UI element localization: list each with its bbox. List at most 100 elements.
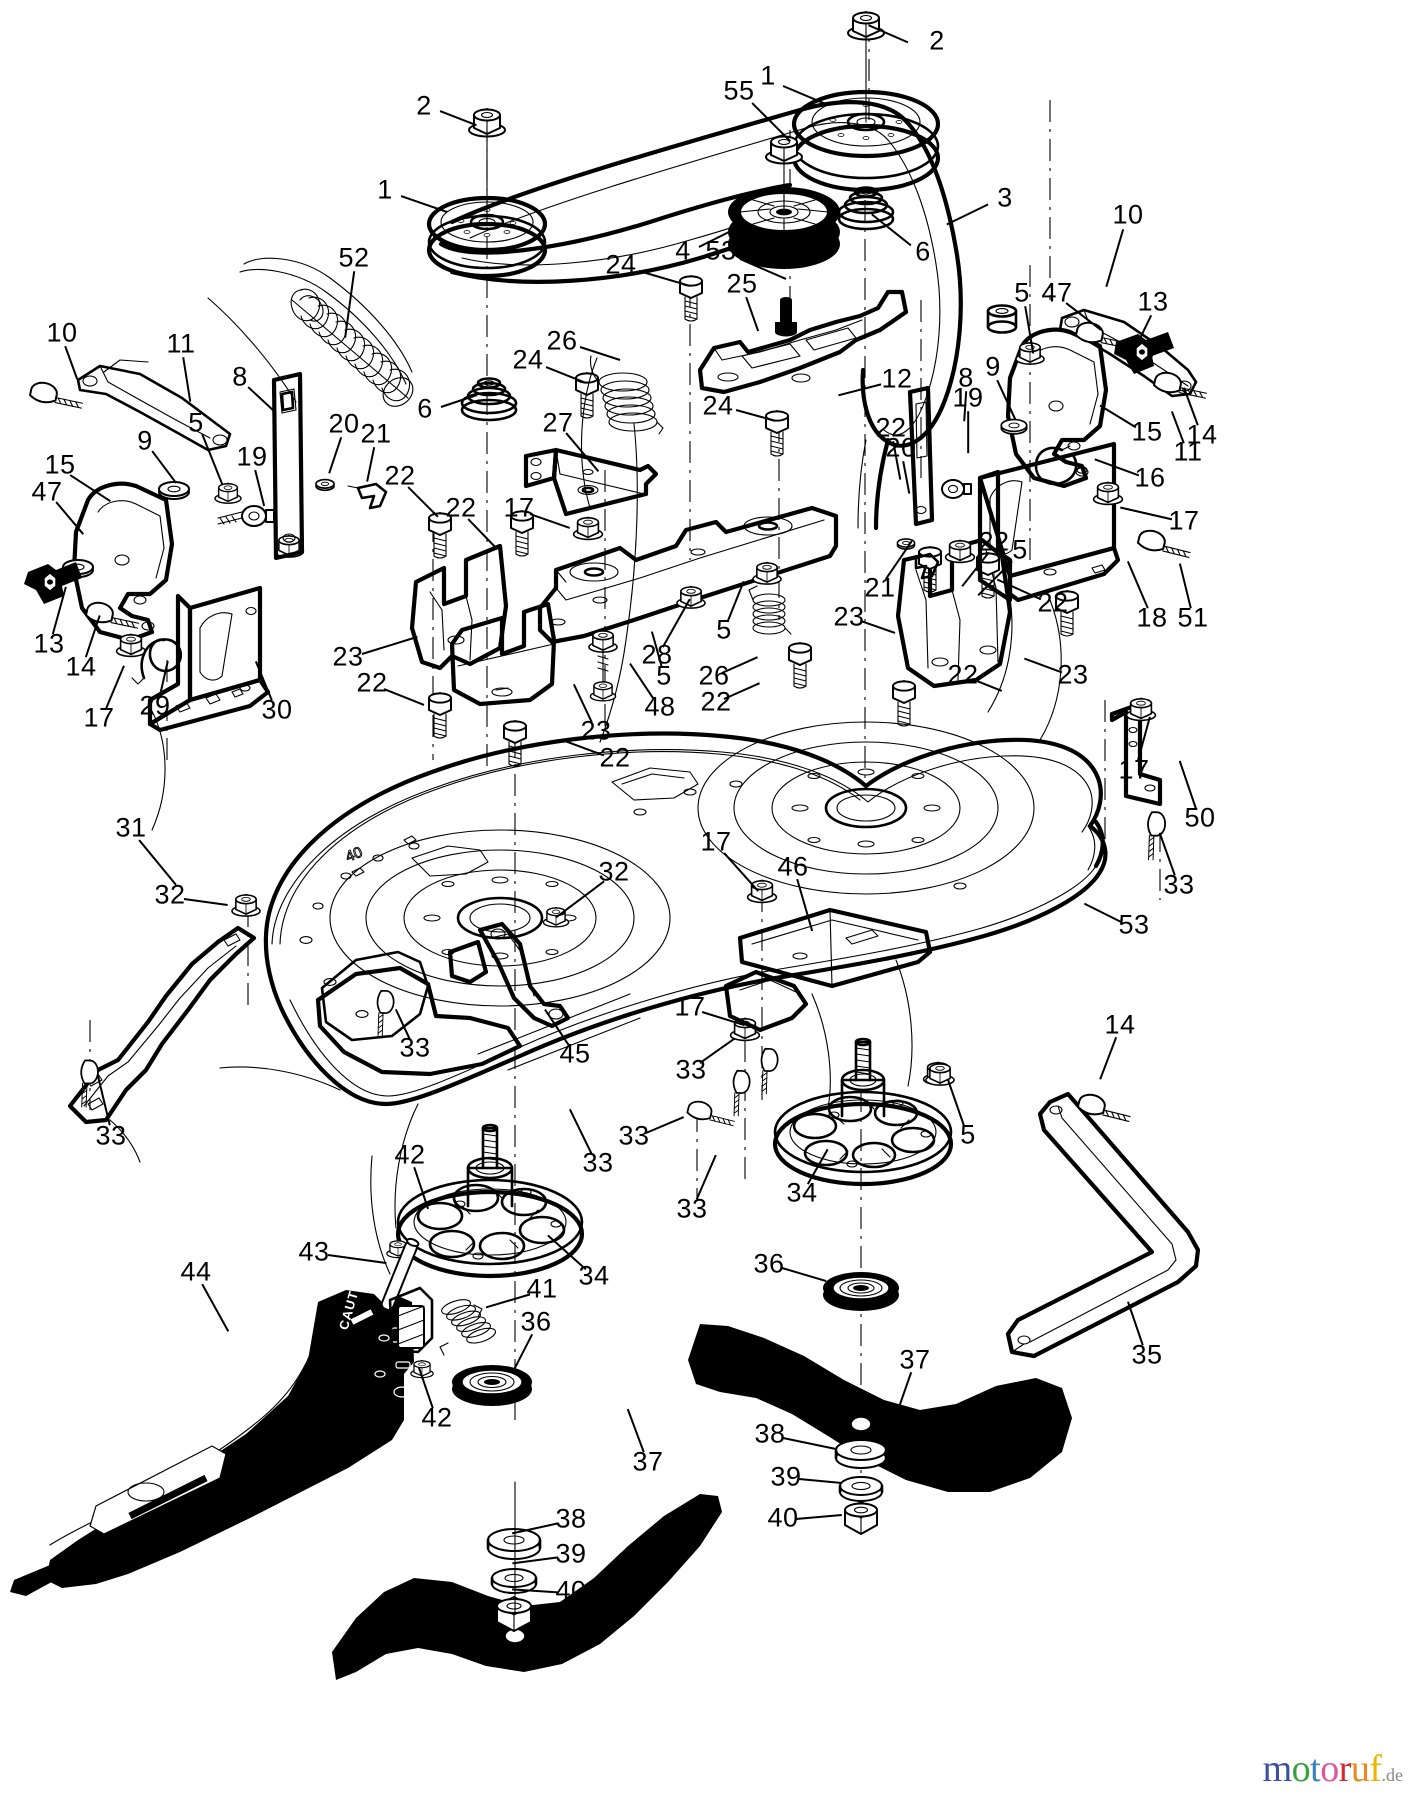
part-callout-41: 41 xyxy=(526,1273,558,1304)
part-callout-33: 33 xyxy=(582,1147,614,1178)
part-callout-26: 26 xyxy=(546,325,578,356)
part-callout-29: 29 xyxy=(139,690,171,721)
part-callout-53: 53 xyxy=(705,235,737,266)
part-callout-25: 25 xyxy=(726,268,758,299)
part-callout-38: 38 xyxy=(555,1503,587,1534)
part-callout-27: 27 xyxy=(542,407,574,438)
part-callout-10: 10 xyxy=(1112,199,1144,230)
part-callout-34: 34 xyxy=(578,1260,610,1291)
part-callout-19: 19 xyxy=(236,441,268,472)
part-callout-2: 2 xyxy=(416,90,432,121)
part-callout-34: 34 xyxy=(786,1177,818,1208)
part-callout-22: 22 xyxy=(384,460,416,491)
part-callout-31: 31 xyxy=(115,812,147,843)
part-callout-37: 37 xyxy=(899,1344,931,1375)
part-callout-9: 9 xyxy=(137,425,153,456)
part-callout-40: 40 xyxy=(555,1575,587,1606)
part-callout-17: 17 xyxy=(700,826,732,857)
part-callout-33: 33 xyxy=(95,1120,127,1151)
part-callout-26: 26 xyxy=(698,660,730,691)
part-callout-22: 22 xyxy=(599,742,631,773)
part-callout-42: 42 xyxy=(394,1139,426,1170)
callout-leader-line xyxy=(966,411,970,454)
part-callout-33: 33 xyxy=(618,1120,650,1151)
part-callout-19: 19 xyxy=(952,382,984,413)
part-callout-14: 14 xyxy=(1104,1009,1136,1040)
part-callout-40: 40 xyxy=(767,1502,799,1533)
part-callout-6: 6 xyxy=(417,393,433,424)
logo-letter: t xyxy=(1310,1748,1321,1790)
part-callout-14: 14 xyxy=(1186,419,1218,450)
part-callout-46: 46 xyxy=(777,851,809,882)
part-callout-33: 33 xyxy=(676,1193,708,1224)
part-callout-17: 17 xyxy=(1118,754,1150,785)
part-callout-15: 15 xyxy=(44,449,76,480)
part-callout-22: 22 xyxy=(875,412,907,443)
part-callout-33: 33 xyxy=(399,1032,431,1063)
part-callout-42: 42 xyxy=(421,1402,453,1433)
part-callout-5: 5 xyxy=(1012,534,1028,565)
part-callout-44: 44 xyxy=(180,1256,212,1287)
part-callout-37: 37 xyxy=(632,1446,664,1477)
part-callout-5: 5 xyxy=(1014,277,1030,308)
logo-letter: o xyxy=(1320,1748,1339,1790)
part-callout-23: 23 xyxy=(1057,659,1089,690)
part-callout-22: 22 xyxy=(947,659,979,690)
part-callout-53: 53 xyxy=(1118,909,1150,940)
part-callout-36: 36 xyxy=(520,1306,552,1337)
part-callout-9: 9 xyxy=(985,351,1001,382)
part-callout-48: 48 xyxy=(644,691,676,722)
part-callout-51: 51 xyxy=(1177,602,1209,633)
part-callout-17: 17 xyxy=(674,991,706,1022)
part-callout-17: 17 xyxy=(1168,505,1200,536)
part-callout-43: 43 xyxy=(298,1236,330,1267)
part-callout-14: 14 xyxy=(65,651,97,682)
part-callout-1: 1 xyxy=(760,60,776,91)
part-callout-52: 52 xyxy=(338,242,370,273)
part-callout-23: 23 xyxy=(332,641,364,672)
logo-letter: u xyxy=(1350,1748,1370,1790)
part-callout-55: 55 xyxy=(723,75,755,106)
part-callout-32: 32 xyxy=(154,879,186,910)
part-callout-18: 18 xyxy=(1136,602,1168,633)
part-callout-13: 13 xyxy=(33,628,65,659)
part-callout-38: 38 xyxy=(754,1418,786,1449)
part-callout-12: 12 xyxy=(881,363,913,394)
part-callout-8: 8 xyxy=(232,361,248,392)
part-callout-47: 47 xyxy=(1041,277,1073,308)
part-callout-22: 22 xyxy=(1037,587,1069,618)
part-callout-22: 22 xyxy=(445,492,477,523)
part-callout-36: 36 xyxy=(753,1248,785,1279)
part-callout-10: 10 xyxy=(46,317,78,348)
part-callout-17: 17 xyxy=(83,702,115,733)
part-callout-8: 8 xyxy=(958,362,974,393)
part-callout-4: 4 xyxy=(675,235,691,266)
logo-letter: m xyxy=(1262,1748,1293,1790)
part-callout-22: 22 xyxy=(700,686,732,717)
logo-letter: r xyxy=(1338,1748,1352,1790)
part-callout-39: 39 xyxy=(555,1538,587,1569)
part-callout-3: 3 xyxy=(997,182,1013,213)
part-callout-50: 50 xyxy=(1184,802,1216,833)
part-callout-35: 35 xyxy=(1131,1339,1163,1370)
part-callout-16: 16 xyxy=(1134,462,1166,493)
part-callout-39: 39 xyxy=(770,1461,802,1492)
part-callout-33: 33 xyxy=(1163,869,1195,900)
part-callout-15: 15 xyxy=(1131,416,1163,447)
part-callout-11: 11 xyxy=(1173,436,1203,467)
logo-letters: motoruf xyxy=(1263,1748,1382,1790)
part-callout-20: 20 xyxy=(328,408,360,439)
part-callout-5: 5 xyxy=(960,1119,976,1150)
part-callout-33: 33 xyxy=(675,1054,707,1085)
part-callout-47: 47 xyxy=(31,476,63,507)
part-callout-17: 17 xyxy=(503,492,535,523)
logo-letter: o xyxy=(1291,1748,1311,1790)
part-callout-20: 20 xyxy=(885,432,917,463)
part-callout-30: 30 xyxy=(261,694,293,725)
part-callout-23: 23 xyxy=(580,715,612,746)
part-callout-24: 24 xyxy=(512,344,544,375)
logo-suffix: .de xyxy=(1381,1765,1404,1785)
svg-text:40: 40 xyxy=(343,844,365,866)
part-callout-6: 6 xyxy=(915,236,931,267)
